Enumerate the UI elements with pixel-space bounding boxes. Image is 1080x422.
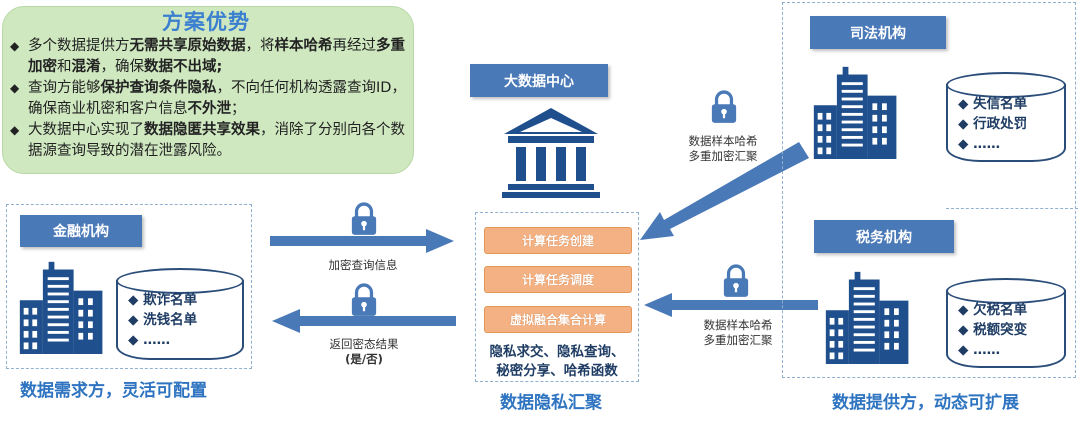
- advantage-item: ◆ 大数据中心实现了数据隐匿共享效果，消除了分别向各个数据源查询导致的潜在泄露风险…: [10, 120, 406, 162]
- judicial-institution-header: 司法机构: [810, 16, 946, 49]
- advantage-emphasis: 无需共享原始数据: [129, 38, 246, 54]
- center-region: [475, 212, 639, 382]
- advantage-text: 多个数据提供方无需共享原始数据，将样本哈希再经过多重加密和混淆，确保数据不出域;: [28, 36, 406, 78]
- advantage-run: ，将: [245, 38, 275, 54]
- building-icon: [810, 62, 906, 160]
- building-icon: [822, 266, 918, 366]
- advantage-run: 大数据中心实现了: [28, 122, 144, 138]
- advantage-run: 查询方能够: [28, 80, 101, 96]
- advantages-list: ◆ 多个数据提供方无需共享原始数据，将样本哈希再经过多重加密和混淆，确保数据不出域…: [10, 36, 406, 162]
- diamond-bullet-icon: ◆: [10, 123, 20, 137]
- diamond-bullet-icon: ◆: [128, 292, 144, 308]
- advantage-text: 查询方能够保护查询条件隐私，不向任何机构透露查询ID，确保商业机密和客户信息不外…: [28, 78, 406, 120]
- advantage-emphasis: 数据不出域;: [144, 59, 223, 75]
- region-divider: [946, 208, 1078, 209]
- upload-label-top: 数据样本哈希 多重加密汇聚: [688, 134, 758, 163]
- result-label: 返回密态结果 (是/否): [329, 337, 399, 366]
- diamond-bullet-icon: ◆: [958, 96, 974, 112]
- left-db-list: ◆ 欺诈名单 ◆ 洗钱名单 ◆ ……: [128, 290, 197, 350]
- task-create-box: 计算任务创建: [484, 227, 632, 254]
- advantage-run: ；: [231, 101, 246, 117]
- db-item: ◆ ……: [958, 136, 1001, 152]
- lock-icon: [350, 283, 378, 317]
- advantage-emphasis: 不外泄: [187, 101, 232, 117]
- task-schedule-box: 计算任务调度: [484, 266, 632, 293]
- advantage-emphasis: 混淆: [71, 59, 101, 75]
- lock-icon: [722, 264, 750, 298]
- query-arrow: [270, 229, 454, 253]
- big-data-center-header: 大数据中心: [470, 64, 608, 97]
- demand-side-caption: 数据需求方，灵活可配置: [20, 381, 207, 401]
- provider-caption: 数据提供方，动态可扩展: [832, 393, 1019, 413]
- db-item: ◆ 洗钱名单: [128, 312, 198, 328]
- advantage-item: ◆ 查询方能够保护查询条件隐私，不向任何机构透露查询ID，确保商业机密和客户信息不…: [10, 78, 406, 120]
- upload-label-bottom: 数据样本哈希 多重加密汇聚: [703, 318, 773, 347]
- diamond-bullet-icon: ◆: [958, 342, 974, 358]
- lock-icon: [710, 90, 738, 124]
- advantages-panel: [2, 6, 414, 174]
- tax-db-list: ◆ 欠税名单 ◆ 税额突变 ◆ ……: [958, 300, 1027, 360]
- advantage-run: 和: [57, 59, 72, 75]
- advantage-emphasis: 多重加密: [28, 38, 405, 75]
- upload-arrow-top: [640, 142, 809, 240]
- advantage-run: 再经过: [332, 38, 377, 54]
- database-cylinder-top: [116, 268, 244, 294]
- db-item: ◆ ……: [128, 332, 171, 348]
- diamond-bullet-icon: ◆: [128, 332, 144, 348]
- demand-side-region: [6, 204, 252, 369]
- task-compute-box: 虚拟融合集合计算: [484, 306, 632, 333]
- advantages-title: 方案优势: [162, 10, 250, 34]
- advantage-item: ◆ 多个数据提供方无需共享原始数据，将样本哈希再经过多重加密和混淆，确保数据不出域…: [10, 36, 406, 78]
- diamond-bullet-icon: ◆: [128, 312, 144, 328]
- database-cylinder-top: [946, 278, 1066, 304]
- judicial-db-list: ◆ 失信名单 ◆ 行政处罚 ◆ ……: [958, 94, 1027, 154]
- advantage-emphasis: 保护查询条件隐私: [100, 80, 217, 96]
- result-arrow: [272, 309, 456, 333]
- db-item: ◆ ……: [958, 342, 1001, 358]
- db-item: ◆ 行政处罚: [958, 116, 1028, 132]
- bank-building-icon: [502, 108, 600, 198]
- diamond-bullet-icon: ◆: [958, 302, 974, 318]
- advantage-run: ，不向任何机构透露查询ID，确保商业机密和客户信息: [28, 80, 406, 117]
- advantage-run: ，消除了分别向各个数据源查询导致的潜在泄露风险。: [28, 122, 405, 159]
- diamond-bullet-icon: ◆: [958, 322, 974, 338]
- db-item: ◆ 失信名单: [958, 96, 1028, 112]
- diamond-bullet-icon: ◆: [958, 136, 974, 152]
- db-item: ◆ 欠税名单: [958, 302, 1028, 318]
- diamond-bullet-icon: ◆: [958, 116, 974, 132]
- technology-list: 隐私求交、隐私查询、 秘密分享、哈希函数: [489, 344, 625, 379]
- upload-arrow-bottom: [644, 293, 818, 317]
- db-item: ◆ 税额突变: [958, 322, 1028, 338]
- db-item: ◆ 欺诈名单: [128, 292, 198, 308]
- advantage-text: 大数据中心实现了数据隐匿共享效果，消除了分别向各个数据源查询导致的潜在泄露风险。: [28, 120, 406, 162]
- advantage-emphasis: 样本哈希: [274, 38, 333, 54]
- center-caption: 数据隐私汇聚: [500, 393, 602, 413]
- lock-icon: [350, 202, 378, 236]
- diamond-bullet-icon: ◆: [10, 39, 20, 53]
- diamond-bullet-icon: ◆: [10, 81, 20, 95]
- tax-institution-header: 税务机构: [814, 220, 954, 253]
- provider-region: [782, 2, 1076, 378]
- building-icon: [16, 256, 112, 356]
- advantage-emphasis: 数据隐匿共享效果: [144, 122, 260, 138]
- financial-institution-header: 金融机构: [20, 215, 142, 247]
- query-label: 加密查询信息: [328, 258, 398, 272]
- advantage-run: ，确保: [100, 59, 145, 75]
- advantage-run: 多个数据提供方: [28, 38, 130, 54]
- database-cylinder-top: [946, 72, 1066, 98]
